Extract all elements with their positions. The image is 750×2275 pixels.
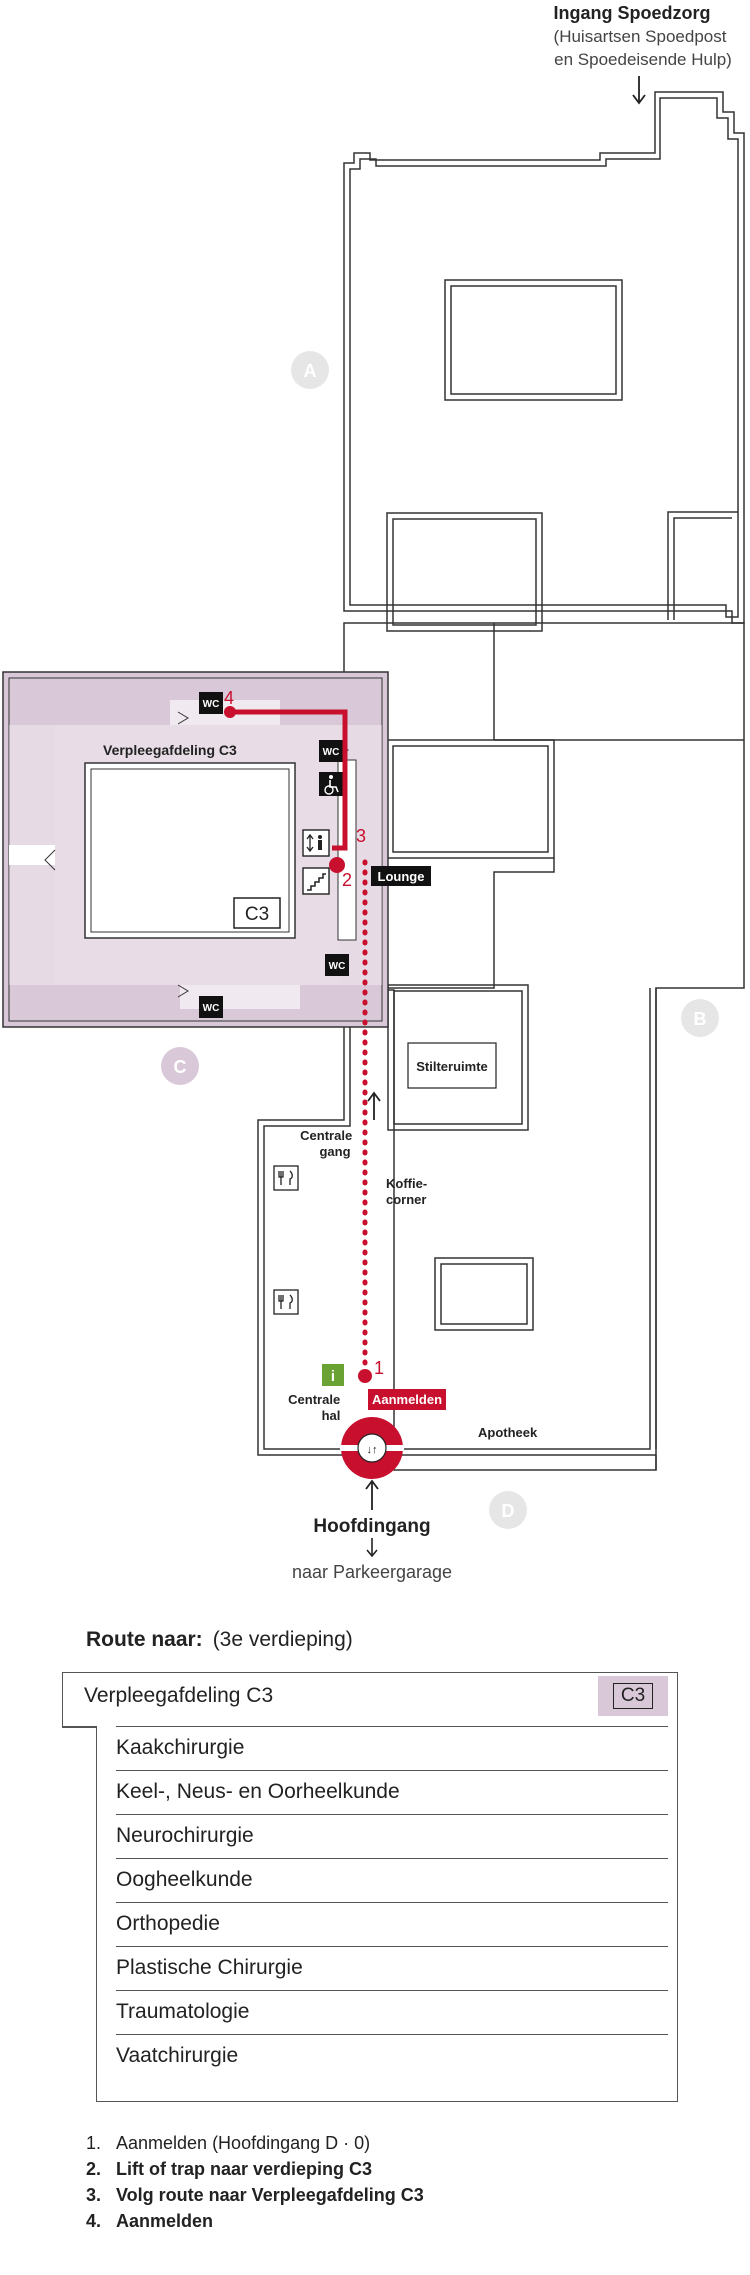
apotheek-label: Apotheek: [478, 1425, 538, 1440]
svg-text:WC: WC: [323, 747, 340, 758]
arrow-up-icon: [367, 1091, 381, 1120]
arrow-up-icon: [365, 1479, 379, 1510]
wc-icon: WC: [199, 996, 223, 1018]
route-steps: 1.Aanmelden (Hoofdingang D · 0) 2.Lift o…: [86, 2130, 424, 2234]
list-item: Traumatologie: [116, 1990, 668, 2034]
svg-text:WC: WC: [329, 961, 346, 972]
svg-text:Lounge: Lounge: [378, 869, 425, 884]
zone-c-label: C: [174, 1057, 187, 1077]
department-title: Verpleegafdeling C3: [84, 1684, 274, 1707]
arrow-down-icon: [366, 1538, 378, 1558]
list-item: Vaatchirurgie: [116, 2034, 668, 2078]
stairs-icon: [302, 867, 330, 895]
list-item: Neurochirurgie: [116, 1814, 668, 1858]
ward-label: Verpleegafdeling C3: [103, 742, 237, 758]
revolving-door-icon: ↓↑: [340, 1417, 404, 1479]
building-a-outline: [343, 91, 745, 632]
lounge-label: Lounge: [371, 866, 431, 886]
svg-text:WC: WC: [203, 1003, 220, 1014]
step-4: 4.Aanmelden: [86, 2211, 214, 2231]
wheelchair-icon: [319, 772, 343, 796]
zone-b-label: B: [694, 1009, 707, 1029]
step-2: 2.Lift of trap naar verdieping C3: [86, 2159, 373, 2179]
floor-plan-map: A B C D Ingang Spoedzorg (Huisartsen Spo…: [2, 3, 745, 1582]
wc-icon: WC: [319, 740, 343, 762]
koffie-corner-label: Koffie- corner: [386, 1176, 431, 1207]
route-step-3: 3: [356, 826, 366, 846]
emergency-entrance-title: Ingang Spoedzorg: [554, 3, 711, 23]
emergency-entrance-line2: en Spoedeisende Hulp): [554, 50, 732, 69]
centrale-hal-label: Centrale hal: [288, 1392, 344, 1423]
svg-text:Aanmelden: Aanmelden: [372, 1392, 442, 1407]
zone-a-label: A: [304, 361, 317, 381]
list-item: Kaakchirurgie: [116, 1726, 668, 1770]
info-icon: i: [322, 1364, 344, 1386]
list-item: Keel-, Neus- en Oorheelkunde: [116, 1770, 668, 1814]
step-3: 3.Volg route naar Verpleegafdeling C3: [86, 2185, 424, 2205]
route-step-2: 2: [342, 870, 352, 890]
corridor-outline: [257, 988, 657, 1470]
specialties-list: Kaakchirurgie Keel-, Neus- en Oorheelkun…: [116, 1726, 668, 2078]
restaurant-icon: [273, 1165, 299, 1191]
list-item: Plastische Chirurgie: [116, 1946, 668, 1990]
parking-label: naar Parkeergarage: [292, 1562, 452, 1582]
emergency-entrance-line1: (Huisartsen Spoedpost: [554, 27, 727, 46]
route-floor: (3e verdieping): [212, 1628, 353, 1651]
route-step-4: 4: [224, 688, 234, 708]
svg-text:Stilteruimte: Stilteruimte: [416, 1059, 488, 1074]
zone-markers: A B C D: [161, 351, 719, 1529]
wc-icon: WC: [199, 692, 223, 714]
list-item: Orthopedie: [116, 1902, 668, 1946]
zone-d-label: D: [502, 1501, 515, 1521]
svg-text:↓↑: ↓↑: [367, 1444, 378, 1456]
main-entrance-label: Hoofdingang: [313, 1516, 430, 1537]
stilteruimte-label: Stilteruimte: [407, 1042, 497, 1089]
step-1: 1.Aanmelden (Hoofdingang D · 0): [86, 2133, 371, 2153]
elevator-icon: [302, 829, 330, 857]
route-path: [224, 706, 372, 1383]
centrale-gang-label: Centrale gang: [300, 1128, 356, 1159]
emergency-entrance: Ingang Spoedzorg (Huisartsen Spoedpost e…: [554, 3, 732, 105]
building-b-outline: [343, 622, 745, 1471]
svg-text:i: i: [331, 1368, 335, 1385]
ward-badge: C3: [233, 897, 281, 929]
specialties-panel: [96, 1726, 678, 2102]
route-header: Route naar: (3e verdieping): [86, 1628, 353, 1652]
list-item: Oogheelkunde: [116, 1858, 668, 1902]
svg-text:C3: C3: [245, 904, 269, 925]
department-panel: [62, 1672, 678, 1728]
aanmelden-tag: Aanmelden: [368, 1389, 446, 1410]
arrow-down-icon: [632, 76, 646, 105]
route-step-1: 1: [374, 1358, 384, 1378]
department-badge: C3: [598, 1676, 668, 1716]
wc-icon: WC: [325, 954, 349, 976]
ward-c3-area: [2, 671, 389, 1028]
svg-text:WC: WC: [203, 699, 220, 710]
route-label: Route naar:: [86, 1628, 203, 1651]
panel-divider: [62, 1726, 98, 1728]
restaurant-icon: [273, 1289, 299, 1315]
